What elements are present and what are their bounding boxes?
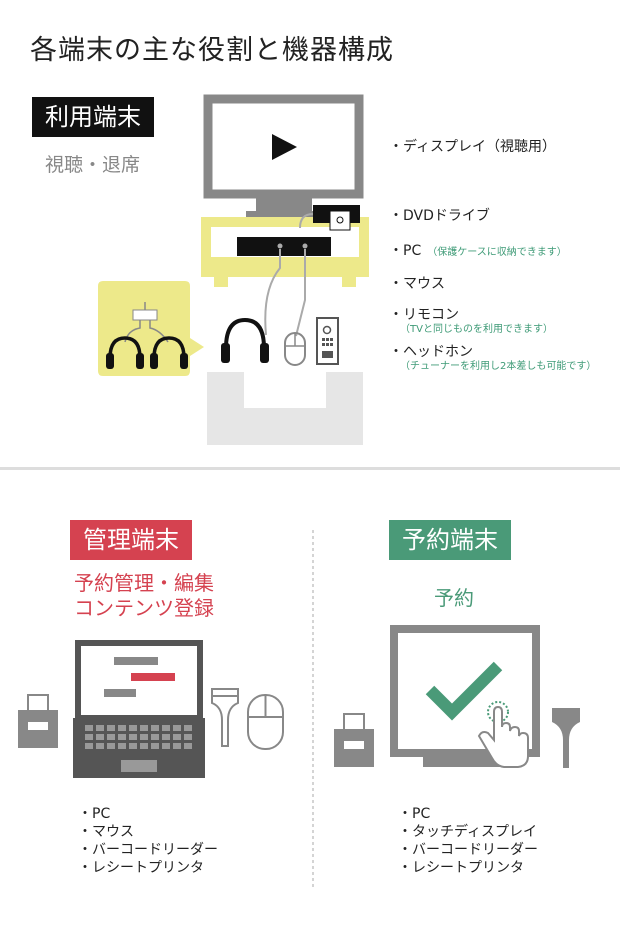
user-terminal-label: 利用端末 [45,103,141,131]
item-name: ・マウス [389,276,445,292]
item-name: ・PC [389,243,422,259]
admin-terminal-label: 管理端末 [83,526,179,554]
list-item: ・バーコードリーダー [78,842,218,858]
item-name: ・DVDドライブ [389,208,490,224]
list-item: ・リモコン [389,304,459,324]
splitter-callout [98,281,204,376]
chair-icon [207,372,363,445]
list-item: ・バーコードリーダー [398,842,538,858]
reservation-terminal-label: 予約端末 [402,526,498,554]
touch-hand-icon [477,701,529,768]
item-name: ・ディスプレイ（視聴用） [389,139,557,155]
reservation-barcode-reader-icon [552,708,580,768]
list-item: ・ディスプレイ（視聴用） [389,136,556,156]
dvd-drive-icon [299,205,360,231]
list-item: ・ヘッドホン [389,341,473,361]
item-note: （チューナーを利用し2本差しも可能です） [400,361,597,372]
page-title: 各端末の主な役割と機器構成 [30,35,394,66]
admin-printer-icon [18,694,58,748]
admin-barcode-reader-icon [211,688,239,747]
remote-icon [316,317,339,365]
list-item: ・PC [78,806,111,822]
tv-stand [201,217,369,287]
user-terminal-badge: 利用端末 [32,97,154,137]
item-note: （TVと同じものを利用できます） [400,324,553,335]
display-icon [203,94,364,218]
mouse-icon [284,332,306,366]
item-name: ・リモコン [389,307,459,323]
role-line: コンテンツ登録 [74,596,214,620]
reservation-item-list: ・PC ・タッチディスプレイ ・バーコードリーダー ・レシートプリンタ [398,805,538,877]
reservation-terminal-role: 予約 [434,586,474,610]
list-item: ・マウス [389,273,445,293]
list-item: ・マウス [78,824,134,840]
user-terminal-role: 視聴・退席 [45,154,141,176]
admin-terminal-role: 予約管理・編集 コンテンツ登録 [74,571,214,621]
admin-terminal-badge: 管理端末 [70,520,192,560]
touch-display-icon [390,625,540,767]
admin-mouse-icon [247,694,284,750]
role-line: 予約管理・編集 [74,571,214,595]
admin-item-list: ・PC ・マウス ・バーコードリーダー ・レシートプリンタ [78,805,218,877]
list-item: ・PC [398,806,431,822]
list-item: ・DVDドライブ [389,205,490,225]
section-divider [0,467,620,470]
list-item: ・レシートプリンタ [398,860,524,876]
reservation-terminal-badge: 予約端末 [389,520,511,560]
item-name: ・ヘッドホン [389,344,473,360]
headphones-icon [221,317,269,363]
list-item: ・レシートプリンタ [78,860,204,876]
admin-laptop-icon [73,640,205,778]
list-item: ・PC （保護ケースに収納できます） [389,240,567,260]
list-item: ・タッチディスプレイ [398,824,538,840]
reservation-printer-icon [334,713,374,767]
item-note: （保護ケースに収納できます） [427,247,567,258]
pc-box-icon [237,237,331,256]
